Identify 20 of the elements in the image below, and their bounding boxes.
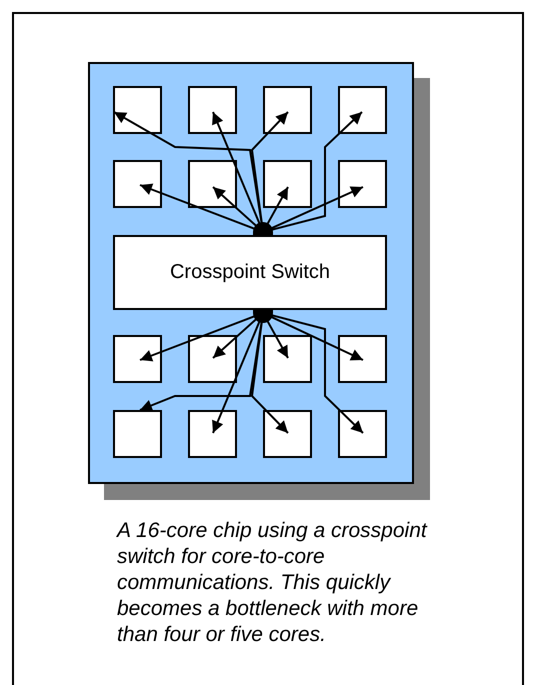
core-box bbox=[263, 410, 312, 458]
core-box bbox=[338, 160, 387, 208]
caption: A 16-core chip using a crosspoint switch for core-to-core communications. This quickly becomes a bottleneck with more than four or five cores. bbox=[117, 518, 428, 648]
core-box bbox=[263, 160, 312, 208]
core-box bbox=[263, 335, 312, 383]
core-box bbox=[338, 335, 387, 383]
chip-outline bbox=[88, 62, 414, 484]
core-box bbox=[338, 410, 387, 458]
core-box bbox=[188, 160, 237, 208]
core-box bbox=[188, 335, 237, 383]
core-box bbox=[188, 410, 237, 458]
core-box bbox=[113, 410, 162, 458]
switch-box bbox=[113, 235, 387, 310]
core-box bbox=[113, 335, 162, 383]
switch-label: Crosspoint Switch bbox=[170, 261, 330, 284]
core-box bbox=[263, 86, 312, 134]
core-box bbox=[113, 86, 162, 134]
core-box bbox=[188, 86, 237, 134]
core-box bbox=[338, 86, 387, 134]
core-box bbox=[113, 160, 162, 208]
